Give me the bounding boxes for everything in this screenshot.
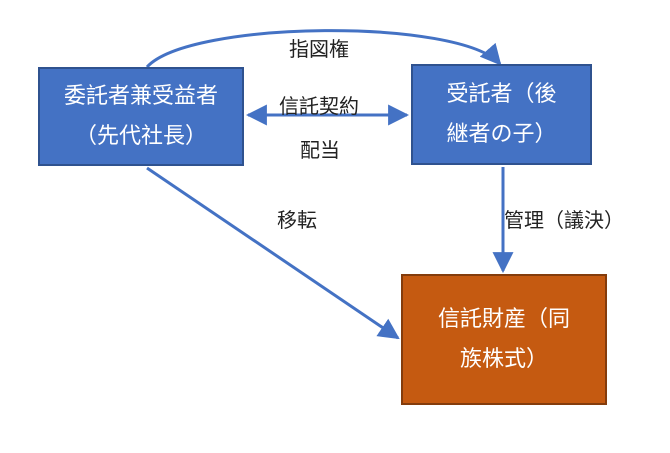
trustee-line2: 継者の子） (446, 121, 557, 147)
settlor-line2: （先代社長） (74, 123, 207, 149)
property-line1: 信託財産（同 (437, 306, 570, 332)
dividend-label: 配当 (300, 138, 340, 162)
trustee-box: 受託者（後 継者の子） (411, 64, 592, 165)
transfer-label: 移転 (277, 208, 317, 232)
settlor-beneficiary-box: 委託者兼受益者 （先代社長） (38, 67, 244, 166)
management-label: 管理（議決） (504, 208, 624, 232)
trust-property-box: 信託財産（同 族株式） (401, 274, 607, 405)
trustee-line1: 受託者（後 (446, 81, 557, 107)
settlor-line1: 委託者兼受益者 (63, 83, 218, 109)
arrow-direction-right (145, 29, 502, 69)
trust-contract-label: 信託契約 (279, 94, 359, 118)
arrow-transfer (146, 166, 400, 340)
property-line2: 族株式） (459, 346, 548, 372)
direction-right-label: 指図権 (289, 37, 349, 61)
